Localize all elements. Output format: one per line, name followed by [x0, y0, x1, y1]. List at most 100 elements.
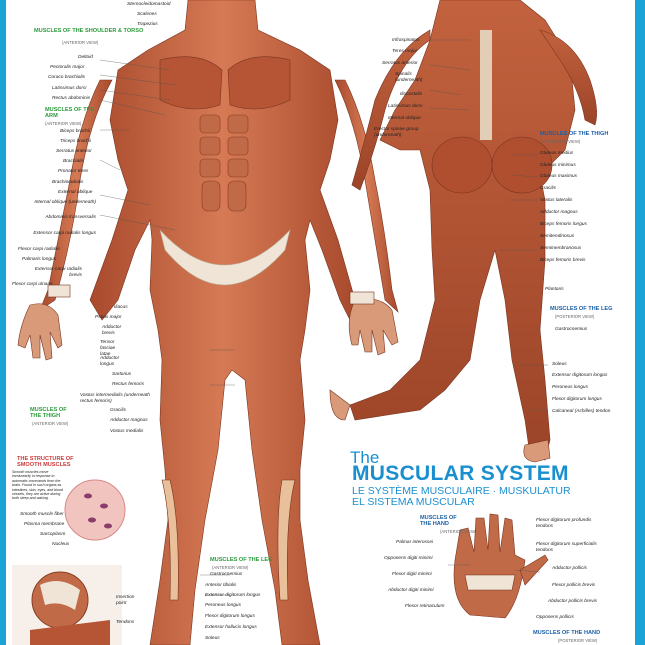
label-plantaris: Plantaris — [545, 287, 564, 292]
subheading-thigh-anterior: (ANTERIOR VIEW) — [32, 421, 69, 426]
label-calcaneal-tendon: Calcaneal (Achilles) tendon — [552, 409, 611, 414]
subheading-hand-posterior: (POSTERIOR VIEW) — [558, 638, 598, 643]
label-erector-spinae: Erector spinae group (underneath) — [374, 127, 419, 138]
label-peroneus-longus-back: Peroneus longus — [552, 385, 589, 390]
label-gluteus-medius: Gluteus medius — [540, 151, 574, 156]
label-biceps-femoris-longus: Biceps femoris longus — [540, 222, 587, 227]
label-sternocleidomastoid: Sternocleidomastoid — [127, 2, 171, 7]
label-infraspinatus: Infraspinatus — [392, 38, 420, 43]
label-tendons: Tendons — [116, 620, 135, 625]
label-external-oblique: External oblique — [58, 190, 93, 195]
heading-arm: MUSCLES OF THE ARM — [45, 107, 95, 119]
shoulder-detail — [12, 565, 122, 645]
label-abductor-digiti-minimi: Abductor digiti minimi — [388, 588, 434, 593]
label-insertion-point: Insertion point — [116, 595, 135, 606]
subheading-hand-anterior: (ANTERIOR VIEW) — [440, 529, 477, 534]
label-extensor-digitorum-longus-front: Extensor digitorum longus — [205, 593, 261, 598]
heading-hand-anterior: MUSCLES OF THE HAND — [420, 515, 457, 527]
label-spinalis: Spinalis (underneath) — [395, 72, 423, 83]
label-pronator-teres: Pronator teres — [58, 169, 89, 174]
smooth-muscle-diagram — [64, 479, 126, 541]
label-gastrocnemius-front: Gastrocnemius — [210, 572, 243, 577]
heading-leg-anterior: MUSCLES OF THE LEG — [210, 557, 273, 563]
label-flexor-retinaculum: Flexor retinaculum — [405, 604, 445, 609]
smooth-muscle-description: Smooth muscles move involuntarily in res… — [12, 470, 63, 501]
label-adductor-brevis: Adductor brevis — [102, 325, 122, 336]
label-anterior-tibialis: Anterior tibialis — [205, 583, 237, 588]
label-biceps-femoris-brevis: Biceps femoris brevis — [540, 258, 586, 263]
left-border — [0, 0, 6, 645]
heading-thigh-anterior: MUSCLES OF THE THIGH — [30, 407, 67, 419]
label-trapezius: Trapezius — [137, 22, 158, 27]
heading-thigh-posterior: MUSCLES OF THE THIGH — [540, 131, 609, 137]
subheading-shoulder-torso: (ANTERIOR VIEW) — [62, 40, 99, 45]
label-adductor-magnus-back: Adductor magnus — [540, 210, 578, 215]
label-adductor-pollicis: Adductor pollicis — [552, 566, 587, 571]
label-internal-oblique: Internal oblique (underneath) — [34, 200, 96, 205]
label-palmaris-longus: Palmaris longus — [22, 257, 57, 262]
label-latissimus-dorsi: Latissimus dorsi — [52, 86, 87, 91]
subheading-leg-posterior: (POSTERIOR VIEW) — [555, 314, 595, 319]
label-semimembranosus: Semimembranosus — [540, 246, 582, 251]
label-gracilis: Gracilis — [110, 408, 126, 413]
label-extensor-digitorum-longus-back: Extensor digitorum longus — [552, 373, 608, 378]
label-triceps-brachii: Triceps brachii — [60, 139, 91, 144]
label-abdominis-transversalis: Abdominis transversalis — [45, 215, 96, 220]
label-opponens-pollicis: Opponens pollicis — [536, 615, 574, 620]
label-scalenes: Scalenes — [137, 12, 157, 17]
label-nucleus: Nucleus — [52, 542, 70, 547]
label-peroneus-longus-front: Peroneus longus — [205, 603, 242, 608]
label-iliacus: Iliacus — [114, 305, 128, 310]
label-rectus-femoris: Rectus femoris — [112, 382, 144, 387]
label-flexor-carpi-radialis: Flexor carpi radialis — [18, 247, 60, 252]
heading-shoulder-torso: MUSCLES OF THE SHOULDER & TORSO — [34, 28, 144, 34]
title-the: The — [350, 448, 380, 467]
label-flexor-carpi-ulnaris: Flexor carpi ulnaris — [12, 282, 53, 287]
subheading-leg-anterior: (ANTERIOR VIEW) — [212, 565, 249, 570]
leader-lines — [99, 39, 548, 596]
subheading-thigh-posterior: (POSTERIOR VIEW) — [541, 139, 581, 144]
label-gluteus-maximus: Gluteus maximus — [540, 174, 578, 179]
label-teres-major: Teres major — [392, 49, 418, 54]
label-sartorius: Sartorius — [112, 372, 132, 377]
label-flexor-digitorum-longus-front: Flexor digitorum longus — [205, 614, 255, 619]
label-opponens-digiti-minimi: Opponens digiti minimi — [384, 556, 433, 561]
poster-title: MUSCULAR SYSTEM — [352, 462, 569, 485]
label-deltoid: Deltoid — [78, 55, 93, 60]
label-coraco-brachialis: Coraco brachialis — [48, 75, 86, 80]
title-spanish: EL SISTEMA MUSCULAR — [352, 496, 475, 508]
label-brachialis: Brachialis — [63, 159, 84, 164]
label-flexor-pollicis-brevis: Flexor pollicis brevis — [552, 583, 596, 588]
label-tensor-fasciae-latae: Tensor fasciae latae — [100, 340, 116, 357]
label-extensor-hallucis-longus: Extensor hallucis longus — [205, 625, 257, 630]
right-border — [635, 0, 645, 645]
label-brachioradialis: Brachioradialis — [52, 180, 84, 185]
label-extensor-carpi-radialis-brevis: Extensor carpi radialis brevis — [34, 267, 82, 278]
heading-leg-posterior: MUSCLES OF THE LEG — [550, 306, 613, 312]
label-internal-oblique-back: Internal oblique — [388, 116, 421, 121]
label-psoas-major: Psoas major — [95, 315, 122, 320]
label-soleus-back: Soleus — [552, 362, 567, 367]
label-flexor-digitorum-longus-back: Flexor digitorum longus — [552, 397, 602, 402]
label-soleus-front: Soleus — [205, 636, 220, 641]
label-plasma-membrane: Plasma membrane — [24, 522, 65, 527]
label-extensor-carpi-radialis-longus: Extensor carpi radialis longus — [33, 231, 96, 236]
label-sarcoplasm: Sarcoplasm — [40, 532, 66, 537]
subheading-arm: (ANTERIOR VIEW) — [45, 121, 82, 126]
label-vastus-lateralis: Vastus lateralis — [540, 198, 573, 203]
label-pectoralis-major: Pectoralis major — [50, 65, 85, 70]
label-vastus-intermedialis: Vastus intermedialis (underneath rectus … — [80, 393, 150, 404]
hand-illustration — [453, 513, 549, 619]
label-abductor-pollicis-brevis: Abductor pollicis brevis — [548, 599, 598, 604]
label-rectus-abdominis: Rectus abdominis — [52, 96, 91, 101]
back-figure — [329, 0, 597, 463]
label-gracilis-back: Gracilis — [540, 186, 556, 191]
label-flexor-digitorum-superficialis: Flexor digitorum superficialis tendons — [536, 542, 597, 553]
label-adductor-longus: Adductor longus — [100, 356, 120, 367]
label-vastus-medialis: Vastus medialis — [110, 429, 144, 434]
heading-smooth-muscles: THE STRUCTURE OF SMOOTH MUSCLES — [17, 456, 74, 468]
title-french-german: LE SYSTÈME MUSCULAIRE · MUSKULATUR — [352, 485, 571, 497]
label-flexor-digitorum-profundis: Flexor digitorum profundis tendons — [536, 518, 592, 529]
